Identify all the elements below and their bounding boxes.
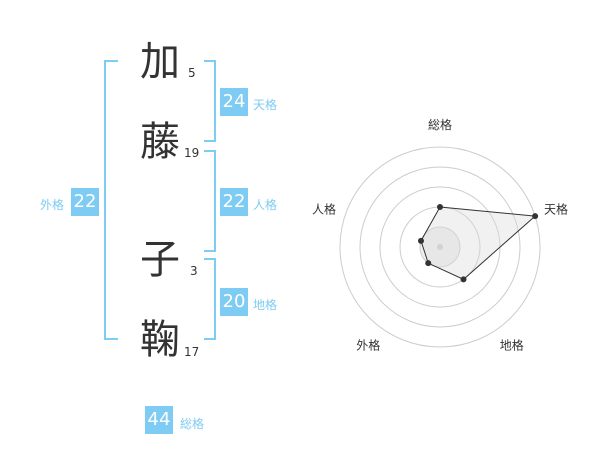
stroke-count-3: 3 bbox=[190, 264, 198, 278]
jinkaku-label: 人格 bbox=[253, 198, 278, 212]
stroke-count-1: 5 bbox=[188, 66, 196, 80]
radar-axis-label-2: 天格 bbox=[544, 201, 568, 216]
radar-axis-label-1: 総格 bbox=[428, 117, 452, 132]
radar-points bbox=[417, 204, 539, 283]
name-char-2: 藤 bbox=[140, 119, 180, 165]
stroke-count-2: 19 bbox=[184, 146, 200, 160]
radar-axis-label-3: 地格 bbox=[500, 338, 524, 353]
chikaku-bracket bbox=[204, 258, 216, 340]
tenkaku-badge: 24 bbox=[220, 88, 248, 116]
radar-axis-label-5: 人格 bbox=[312, 201, 336, 216]
radar-grid bbox=[339, 146, 541, 348]
stroke-count-4: 17 bbox=[184, 345, 200, 359]
gaikaku-bracket bbox=[104, 60, 118, 340]
radar-axis-label-4: 外格 bbox=[356, 338, 380, 353]
radar-ring bbox=[359, 166, 521, 328]
radar-point-1 bbox=[437, 204, 443, 210]
radar-point-4 bbox=[425, 260, 432, 267]
name-char-1: 加 bbox=[140, 39, 180, 85]
radar-point-3 bbox=[460, 276, 467, 283]
chikaku-badge: 20 bbox=[220, 288, 248, 316]
tenkaku-bracket bbox=[204, 60, 216, 142]
name-char-4: 鞠 bbox=[140, 317, 180, 363]
radar-point-2 bbox=[532, 213, 539, 220]
chikaku-label: 地格 bbox=[253, 298, 278, 312]
radar-area bbox=[420, 206, 537, 280]
name-char-3: 子 bbox=[140, 237, 180, 283]
gaikaku-badge: 22 bbox=[71, 188, 99, 216]
tenkaku-label: 天格 bbox=[253, 98, 278, 112]
soukaku-badge: 44 bbox=[145, 406, 173, 434]
jinkaku-badge: 22 bbox=[220, 188, 248, 216]
jinkaku-bracket bbox=[204, 150, 216, 252]
gaikaku-label: 外格 bbox=[40, 198, 65, 212]
soukaku-label: 総格 bbox=[180, 417, 205, 431]
radar-ring bbox=[339, 146, 541, 348]
radar-point-5 bbox=[417, 237, 424, 244]
radar-center bbox=[437, 244, 443, 250]
